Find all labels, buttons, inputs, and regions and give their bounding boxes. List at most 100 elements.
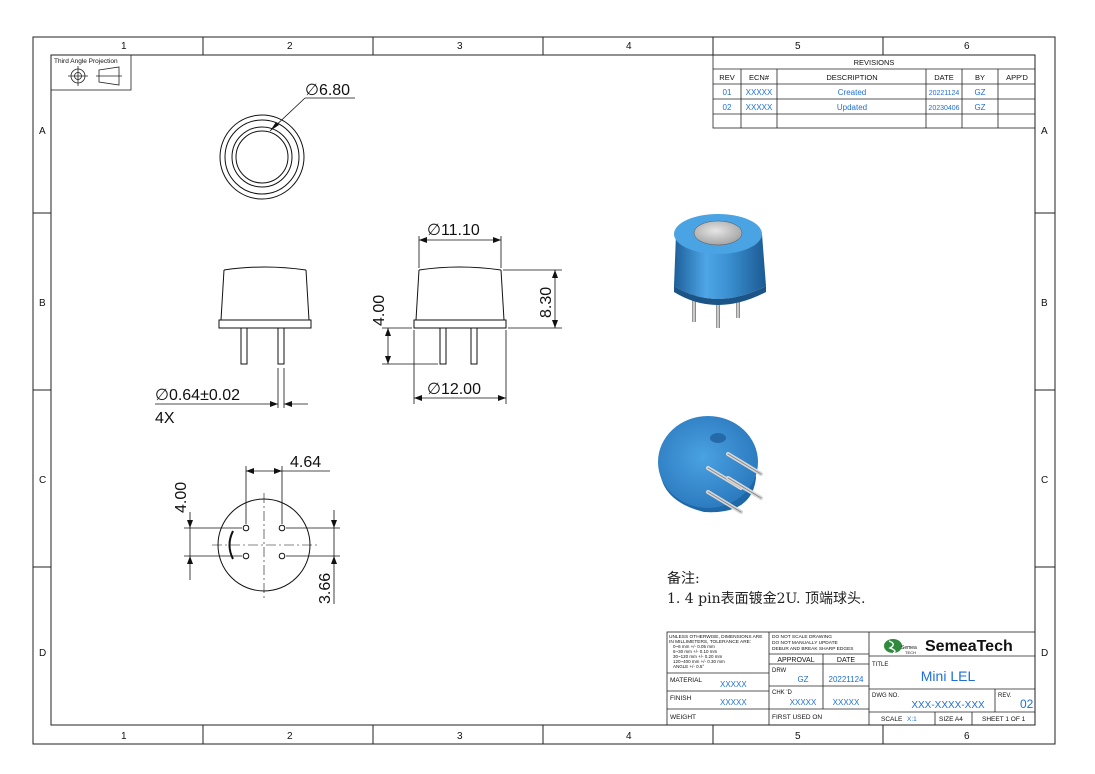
company-name: SemeaTech	[925, 638, 1013, 655]
row-label: A	[1041, 126, 1048, 137]
drw-value: GZ	[797, 675, 808, 684]
top-view-diameter-label: ∅6.80	[305, 82, 350, 99]
scale-label: SCALE	[881, 716, 903, 723]
sheet-label: SHEET 1 OF 1	[982, 716, 1026, 723]
logo-small-bottom: TECH	[905, 650, 916, 655]
title-value: Mini LEL	[921, 668, 976, 684]
weight-label: WEIGHT	[670, 714, 696, 721]
sensor-3d-render-bottom	[658, 416, 763, 514]
col-label: 5	[795, 41, 801, 52]
tolerance-line: 0~6 mm +/- 0.05 mm	[673, 644, 715, 649]
rev-header: DATE	[934, 73, 953, 82]
col-label: 1	[121, 731, 127, 742]
rev-header: BY	[975, 73, 985, 82]
title-block: UNLESS OTHERWISE, DIMENSIONS ARE IN MILL…	[666, 631, 1036, 726]
row-label: C	[39, 475, 46, 486]
pin-diameter-dimension	[155, 368, 308, 408]
bottom-offset-y-label: 4.00	[173, 482, 190, 513]
rev-cell: 02	[723, 103, 732, 112]
tolerance-line: IN MILLIMETERS, TOLERANCE ARE:	[669, 639, 751, 645]
title-label: TITLE	[872, 662, 888, 668]
side-view-dimensions	[382, 236, 562, 404]
row-label: B	[39, 298, 46, 309]
tolerance-line: 120~400 mm +/- 0.30 mm	[673, 659, 725, 664]
scale-value: X:1	[907, 716, 917, 723]
side-height-label: 8.30	[538, 287, 555, 318]
rev-cell: GZ	[974, 103, 985, 112]
rev-cell: 20221124	[929, 90, 960, 97]
finish-value: XXXXX	[720, 698, 747, 707]
base-diameter-label: ∅12.00	[427, 381, 481, 398]
col-label: 1	[121, 41, 127, 52]
projection-cone-icon	[96, 66, 122, 86]
drw-date: 20221124	[829, 675, 865, 684]
first-used-label: FIRST USED ON	[772, 714, 822, 721]
side-view-right	[413, 266, 507, 365]
col-label: 4	[626, 731, 632, 742]
material-value: XXXXX	[720, 680, 747, 689]
rev-cell: XXXXX	[746, 103, 773, 112]
pin-length-label: 4.00	[371, 295, 388, 326]
rev-cell: GZ	[974, 88, 985, 97]
date-label: DATE	[837, 657, 855, 664]
drw-label: DRW	[772, 668, 787, 674]
projection-symbol-box: Third Angle Projection	[50, 54, 132, 91]
tolerance-line: 6~30 mm +/- 0.10 mm	[673, 649, 718, 654]
col-label: 5	[795, 731, 801, 742]
rev-value: 02	[1020, 697, 1034, 711]
tolerance-line: UNLESS OTHERWISE, DIMENSIONS ARE	[669, 634, 762, 640]
rev-cell: XXXXX	[746, 88, 773, 97]
chkd-value: XXXXX	[790, 698, 817, 707]
side-width-label: ∅11.10	[427, 222, 480, 239]
rev-label: REV.	[998, 693, 1012, 699]
sensor-3d-render-top	[674, 214, 766, 328]
projection-circles-icon	[68, 66, 88, 86]
col-label: 6	[964, 731, 970, 742]
chkd-date: XXXXX	[833, 698, 860, 707]
rev-cell: Created	[838, 88, 866, 97]
rev-header: ECN#	[749, 73, 770, 82]
notes-title: 备注:	[667, 570, 700, 587]
bottom-view	[212, 493, 318, 598]
rev-header: REV	[719, 73, 734, 82]
pin-count-label: 4X	[155, 410, 175, 427]
rev-cell: 20230406	[928, 105, 959, 112]
tolerance-line: 30~120 mm +/- 0.20 mm	[673, 654, 723, 659]
chkd-label: CHK 'D	[772, 690, 792, 696]
finish-label: FINISH	[670, 695, 692, 702]
row-label: A	[39, 126, 46, 137]
size-label: SIZE A4	[939, 716, 963, 723]
projection-label: Third Angle Projection	[54, 58, 118, 65]
rev-header: APP'D	[1006, 73, 1028, 82]
drawing-note: DO NOT MANUALLY UPDATE	[772, 640, 838, 646]
notes-line-1: 1. 4 pin表面镀金2U. 顶端球头.	[667, 590, 865, 607]
row-label: C	[1041, 475, 1048, 486]
rev-cell: 01	[723, 88, 732, 97]
approval-label: APPROVAL	[777, 657, 814, 664]
side-view-left	[218, 266, 312, 365]
col-label: 2	[287, 41, 293, 52]
pin-diameter-label: ∅0.64±0.02	[155, 387, 240, 404]
frame-labels: 1 2 3 4 5 6 1 2 3 4 5 6 A B C D A B C D	[39, 41, 1048, 742]
material-label: MATERIAL	[670, 677, 702, 684]
col-label: 2	[287, 731, 293, 742]
company-logo-icon	[884, 639, 902, 654]
drawing-frame	[32, 36, 1056, 745]
row-label: B	[1041, 298, 1048, 309]
col-label: 3	[457, 41, 463, 52]
rev-cell: Updated	[837, 103, 867, 112]
logo-small-top: Semea	[901, 645, 917, 651]
row-label: D	[39, 648, 46, 659]
top-view	[219, 97, 355, 200]
revisions-title: REVISIONS	[854, 58, 895, 67]
col-label: 6	[964, 41, 970, 52]
row-label: D	[1041, 648, 1048, 659]
bottom-view-dimensions	[184, 466, 340, 604]
dwg-label: DWG NO.	[872, 693, 899, 699]
dwg-value: XXX-XXXX-XXX	[911, 700, 985, 711]
tolerance-line: ANGLE +/- 0.5°	[673, 664, 704, 669]
bottom-spacing-y-label: 3.66	[317, 573, 334, 604]
drawing-note: DO NOT SCALE DRAWING	[772, 634, 832, 640]
